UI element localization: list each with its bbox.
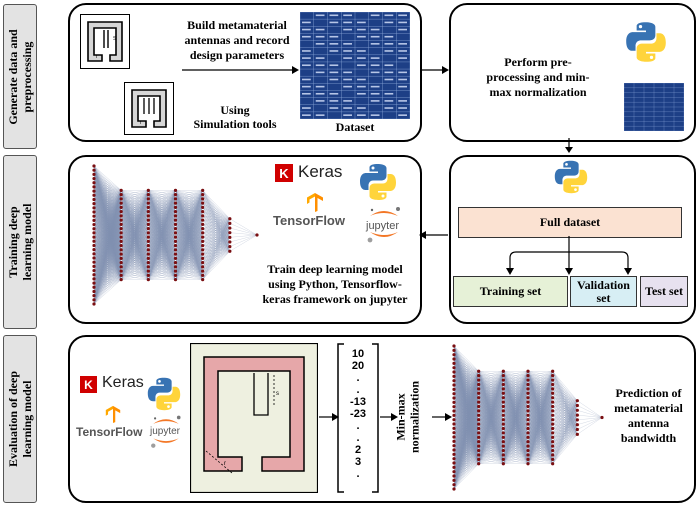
keras-label: Keras [298, 162, 343, 181]
preprocess-line: processing and min- [486, 70, 590, 84]
keras-k-letter: K [279, 165, 289, 181]
antenna-image-1: S r [80, 14, 130, 69]
svg-text:r: r [96, 54, 98, 60]
python-logo-icon [147, 377, 181, 411]
using-simulation-text: Using Simulation tools [180, 103, 290, 131]
train-line: keras framework on jupyter [262, 292, 408, 306]
keras-k-letter: K [84, 377, 93, 392]
validation-line: set [596, 290, 611, 305]
prediction-line: antenna [627, 416, 670, 430]
jupyter-logo-icon [151, 415, 181, 448]
build-line: design parameters [189, 48, 285, 62]
vector-value: -23 [350, 408, 366, 420]
side-label-line: Training deep [6, 206, 20, 278]
arrow-antenna-to-values [319, 413, 339, 421]
arrow-build-to-dataset [182, 66, 299, 74]
vector-value: . [356, 468, 360, 480]
vector-bracket-right [372, 343, 379, 493]
svg-text:r: r [140, 120, 142, 126]
side-label-line: Evaluation of deep [6, 370, 20, 468]
minmax-line: normalization [407, 381, 422, 453]
preprocess-line: max normalization [489, 85, 587, 99]
keras-logo-icon: K [275, 164, 293, 182]
vector-value: . [356, 384, 360, 396]
train-line: using Python, Tensorflow- [268, 277, 402, 291]
antenna-design-large: s r [190, 343, 318, 493]
svg-text:S: S [113, 36, 117, 42]
vector-value: 2 [354, 444, 362, 456]
minmax-line: Min-max [393, 393, 408, 441]
vector-value: . [356, 372, 360, 384]
antenna-image-2: r [124, 82, 174, 135]
normalized-table-image [624, 83, 684, 131]
side-label-line: Generate data and [6, 28, 20, 125]
arrow-split-to-training [419, 231, 448, 239]
side-label-line: learning model [20, 380, 34, 458]
arrow-values-to-normalization [380, 413, 398, 421]
input-vector-values: 10 20 . . -13 -23 . . 2 3 . [343, 348, 373, 480]
prediction-line: bandwidth [620, 431, 677, 445]
dataset-label: Dataset [335, 120, 375, 134]
tensorflow-logo-icon [105, 405, 121, 423]
using-line: Simulation tools [193, 117, 277, 131]
vector-value: 20 [351, 360, 365, 372]
side-label-line: learning model [20, 203, 34, 281]
neural-network-diagram [92, 164, 259, 306]
tensorflow-logo-icon [307, 193, 323, 212]
jupyter-label: jupyter [366, 220, 400, 232]
panel-evaluation [68, 335, 696, 503]
using-line: Using [220, 103, 250, 117]
arrow-preprocess-to-split [565, 138, 573, 153]
svg-text:r: r [224, 461, 226, 467]
preprocess-line: Perform pre- [504, 55, 572, 69]
side-label-line: preprocessing [20, 41, 34, 112]
preprocess-text: Perform pre- processing and min- max nor… [478, 55, 598, 100]
vector-value: . [356, 432, 360, 444]
vector-bracket-left [337, 343, 344, 493]
build-line: Build metamaterial [187, 18, 287, 32]
build-line: antennas and record [184, 33, 290, 47]
build-antenna-text: Build metamaterial antennas and record d… [172, 18, 302, 63]
train-model-text: Train deep learning model using Python, … [255, 262, 415, 307]
full-dataset-box: Full dataset [458, 207, 682, 238]
python-logo-icon [626, 22, 666, 62]
test-set-box: Test set [640, 276, 688, 307]
split-arrows [506, 236, 632, 275]
arrow-normalization-to-network [432, 413, 452, 421]
arrow-to-preprocess [420, 66, 449, 74]
minmax-normalization-label: Min-max normalization [394, 362, 422, 472]
jupyter-label: jupyter [150, 426, 181, 437]
python-logo-icon [360, 164, 396, 200]
keras-logo-icon: K [80, 376, 97, 393]
vector-value: 3 [354, 456, 362, 468]
tensorflow-label: TensorFlow [76, 425, 143, 439]
prediction-text: Prediction of metamaterial antenna bandw… [606, 386, 691, 446]
keras-label: Keras [102, 374, 144, 391]
svg-text:s: s [276, 391, 279, 397]
vector-value: -13 [350, 396, 366, 408]
dataset-table-image [300, 12, 410, 119]
vector-value: . [356, 420, 360, 432]
training-set-box: Training set [453, 276, 568, 307]
vector-value: 10 [351, 348, 365, 360]
train-line: Train deep learning model [267, 262, 403, 276]
neural-network-prediction [452, 344, 604, 491]
python-logo-icon [554, 160, 588, 194]
validation-line: Validation [577, 277, 630, 292]
jupyter-logo-icon [367, 207, 400, 243]
tensorflow-label: TensorFlow [273, 213, 345, 228]
prediction-line: Prediction of [615, 386, 682, 400]
prediction-line: metamaterial [614, 401, 683, 415]
